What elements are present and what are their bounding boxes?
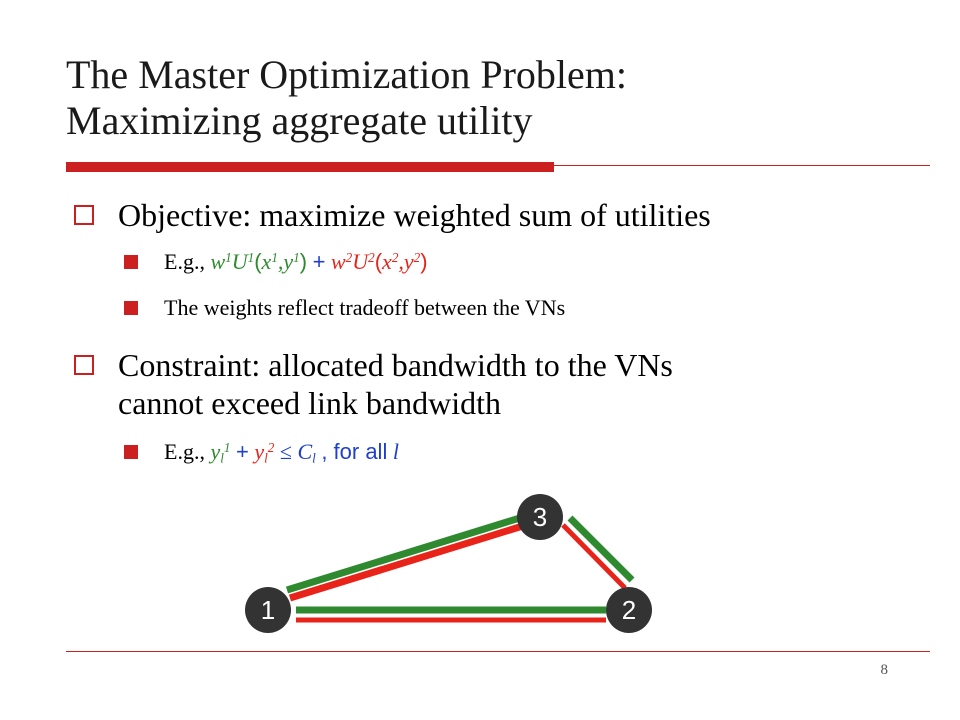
- bullet-objective: Objective: maximize weighted sum of util…: [74, 196, 898, 234]
- plus-sign: +: [235, 439, 249, 464]
- title-divider: [554, 165, 930, 166]
- node-2-label: 2: [622, 595, 636, 625]
- bandwidth-term-vn1: yl1: [210, 439, 231, 466]
- for-all-l: l: [392, 439, 399, 464]
- plus-sign: +: [312, 249, 326, 274]
- node-3: 3: [517, 494, 563, 540]
- link-1-3-vn1: [285, 513, 525, 594]
- bandwidth-term-vn2: yl2: [254, 439, 275, 466]
- hollow-square-bullet-icon: [74, 205, 94, 225]
- filled-square-bullet-icon: [124, 445, 138, 459]
- hollow-square-bullet-icon: [74, 355, 94, 375]
- node-2: 2: [606, 587, 652, 633]
- weights-text: The weights reflect tradeoff between the…: [164, 295, 566, 320]
- filled-square-bullet-icon: [124, 301, 138, 315]
- link-3-2-vn2: [561, 523, 627, 590]
- title-accent-bar: [66, 162, 554, 172]
- title-line-2: Maximizing aggregate utility: [66, 98, 533, 143]
- example-label: E.g.,: [164, 439, 205, 464]
- constraint-line-1: Constraint: allocated bandwidth to the V…: [118, 347, 673, 383]
- title-line-1: The Master Optimization Problem:: [66, 52, 627, 97]
- page-number: 8: [880, 662, 889, 678]
- node-1: 1: [245, 587, 291, 633]
- footer-divider: [66, 651, 930, 652]
- sub-bullet-example-utility: E.g., w1U1(x1,y1) + w2U2(x2,y2): [124, 248, 884, 276]
- capacity-term: Cl: [297, 439, 316, 466]
- link-1-3-vn2: [288, 521, 528, 602]
- utility-term-vn1: w1U1(x1,y1): [210, 249, 308, 274]
- constraint-line-2: cannot exceed link bandwidth: [118, 385, 501, 421]
- bullet-constraint: Constraint: allocated bandwidth to the V…: [74, 346, 898, 422]
- sub-bullet-weights: The weights reflect tradeoff between the…: [124, 294, 884, 322]
- filled-square-bullet-icon: [124, 255, 138, 269]
- utility-term-vn2: w2U2(x2,y2): [330, 249, 428, 274]
- link-3-2-vn1: [567, 515, 635, 583]
- node-3-label: 3: [533, 502, 547, 532]
- sub-bullet-example-constraint: E.g., yl1 + yl2 ≤ Cl , for all l: [124, 438, 884, 466]
- node-1-label: 1: [261, 595, 275, 625]
- leq-sign: ≤: [279, 439, 292, 464]
- objective-text: Objective: maximize weighted sum of util…: [118, 197, 711, 233]
- for-all-text: , for all: [321, 439, 388, 464]
- slide-title: The Master Optimization Problem: Maximiz…: [66, 52, 926, 144]
- example-label: E.g.,: [164, 249, 205, 274]
